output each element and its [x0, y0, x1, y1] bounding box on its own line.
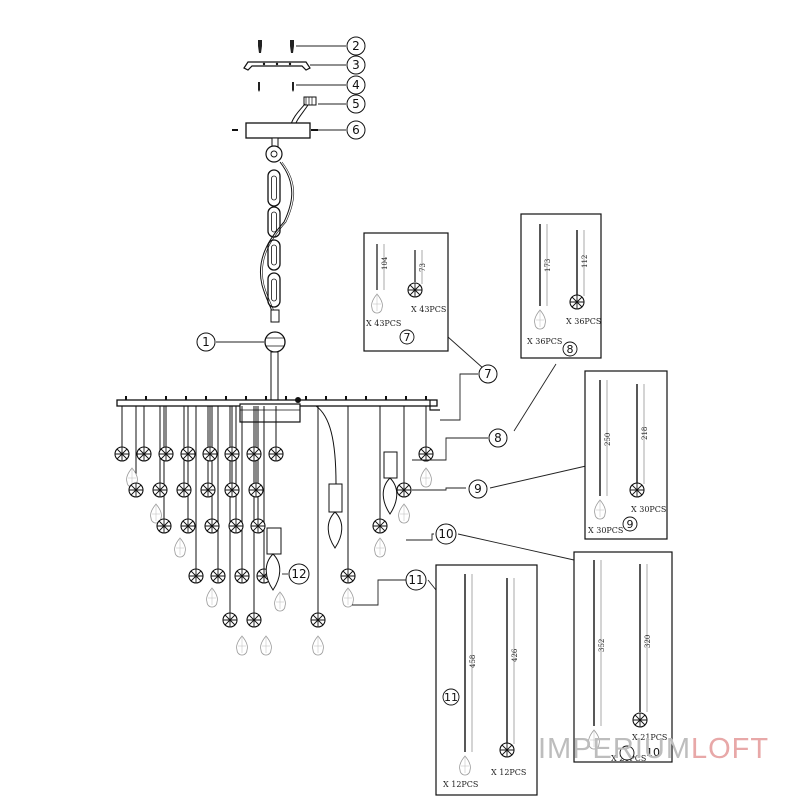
brand-part-1: IMPERIUM: [538, 733, 691, 765]
chandelier-frame: [116, 396, 440, 423]
quantity-label: X 36PCS: [527, 337, 562, 346]
callout-5: 5: [352, 97, 360, 111]
callout-8: 8: [494, 431, 502, 445]
box-number: 8: [567, 343, 574, 356]
leader-lines: [282, 336, 587, 606]
callout-10: 10: [438, 527, 453, 541]
quantity-label: X 43PCS: [411, 305, 446, 314]
dim-label: 352: [598, 639, 606, 652]
dim-label: 112: [581, 255, 589, 268]
dim-label: 426: [511, 648, 519, 662]
quantity-label: X 43PCS: [366, 319, 401, 328]
hanging-chain: [216, 137, 295, 403]
callout-3: 3: [352, 58, 360, 72]
dim-label: 173: [544, 259, 552, 272]
callout-1: 1: [202, 335, 210, 349]
dim-label: 73: [419, 263, 427, 272]
dim-label: 250: [604, 433, 612, 446]
quantity-label: X 30PCS: [588, 526, 623, 535]
parts-box-7: 104 73 X 43PCS X 43PCS 7: [363, 232, 449, 352]
dim-label: 458: [469, 655, 477, 668]
box-number: 10: [646, 746, 660, 759]
callout-9: 9: [474, 482, 482, 496]
quantity-label: X 30PCS: [631, 505, 666, 514]
parts-box-10: 352 320 X 21PCS X 21PCS 10: [573, 551, 673, 763]
brand-watermark: IMPERIUMLOFT: [538, 733, 769, 766]
parts-box-11: 458 426 X 12PCS X 12PCS 11: [435, 564, 538, 796]
box-number: 9: [627, 518, 634, 531]
crystal-strands: [114, 405, 434, 656]
callout-6: 6: [352, 123, 360, 137]
quantity-label: X 36PCS: [566, 317, 601, 326]
ceiling-hardware: [232, 40, 346, 139]
box-number: 11: [444, 691, 458, 704]
parts-box-8: 173 112 X 36PCS X 36PCS 8: [520, 213, 602, 359]
quantity-label: X 12PCS: [491, 768, 526, 777]
quantity-label: X 21PCS: [632, 733, 667, 742]
parts-box-9: 250 218 X 30PCS X 30PCS 9: [584, 370, 668, 540]
dim-label: 218: [641, 427, 649, 440]
callout-4: 4: [352, 78, 360, 92]
dim-label: 104: [381, 256, 389, 270]
quantity-label: X 12PCS: [443, 780, 478, 789]
callout-7: 7: [484, 367, 492, 381]
box-number: 7: [404, 331, 411, 344]
dim-label: 320: [644, 635, 652, 648]
brand-part-2: LOFT: [691, 733, 770, 765]
callout-markers: 2 3 4 5 6 1 7 8 9 10 11 12: [196, 36, 508, 591]
callout-11: 11: [408, 573, 423, 587]
callout-12: 12: [291, 567, 306, 581]
callout-2: 2: [352, 39, 360, 53]
